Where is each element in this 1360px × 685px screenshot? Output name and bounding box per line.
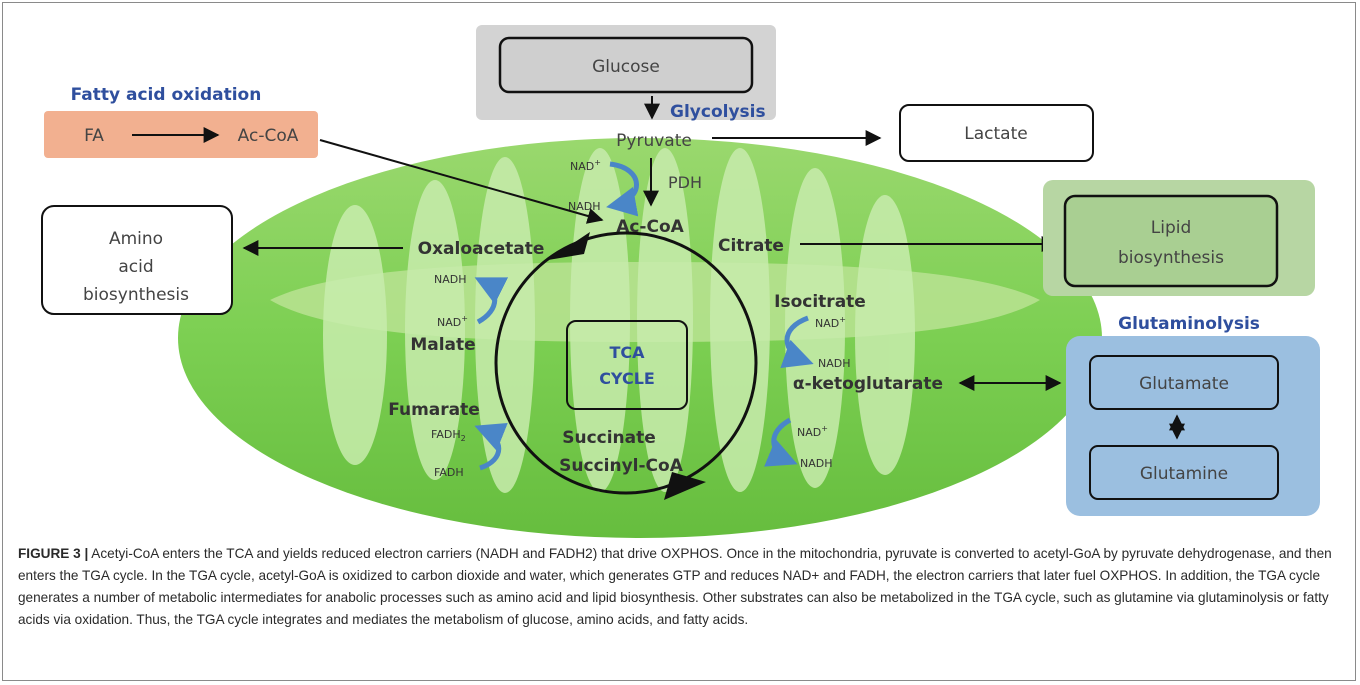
- akg-nad-label: NAD+: [797, 424, 828, 439]
- citrate-label: Citrate: [718, 236, 784, 256]
- fumarate-fadh-label: FADH: [434, 466, 464, 479]
- lipid-box: [1063, 194, 1279, 288]
- glutaminolysis-title: Glutaminolysis: [1118, 314, 1260, 334]
- tca-label-1: TCA: [609, 343, 645, 362]
- glutamine-label: Glutamine: [1140, 464, 1228, 484]
- lactate-label: Lactate: [964, 124, 1027, 144]
- malate-nad-arrow: [474, 277, 509, 325]
- malate-label: Malate: [410, 335, 475, 355]
- akg-nad-arrow: [764, 417, 798, 467]
- pyruvate-label: Pyruvate: [616, 131, 692, 151]
- malate-nadh-label: NADH: [434, 273, 467, 286]
- figure-caption-text: Acetyi-CoA enters the TCA and yields red…: [18, 546, 1332, 627]
- isocitrate-nad-arrow: [780, 315, 814, 369]
- figure-caption-label: FIGURE 3 |: [18, 546, 89, 561]
- tca-label-2: CYCLE: [599, 369, 655, 388]
- oxaloacetate-label: Oxaloacetate: [418, 239, 545, 259]
- amino-acid-box: [41, 205, 233, 315]
- glutamine-box: [1089, 445, 1279, 500]
- amino-label-3: biosynthesis: [83, 285, 189, 305]
- fumarate-fad-arrow: [474, 423, 508, 471]
- tca-box: [566, 320, 688, 410]
- amino-label-2: acid: [118, 257, 153, 277]
- malate-nad-label: NAD+: [437, 314, 468, 329]
- isocitrate-label: Isocitrate: [774, 292, 866, 312]
- fa-label: FA: [84, 126, 104, 146]
- pdh-nad-label: NAD+: [570, 158, 601, 173]
- fa-ac-coa-label: Ac-CoA: [238, 126, 299, 146]
- succinyl-coa-label: Succinyl-CoA: [559, 456, 684, 476]
- isocitrate-nad-label: NAD+: [815, 315, 846, 330]
- lipid-label-2: biosynthesis: [1118, 248, 1224, 268]
- glucose-label: Glucose: [592, 57, 660, 77]
- fatty-acid-oxidation-title: Fatty acid oxidation: [71, 85, 262, 105]
- tca-arrowhead-top: [548, 232, 590, 260]
- akg-nadh-label: NADH: [800, 457, 833, 470]
- glycolysis-label: Glycolysis: [670, 102, 766, 122]
- figure-caption: FIGURE 3 | Acetyi-CoA enters the TCA and…: [18, 543, 1343, 631]
- lactate-box: [899, 104, 1094, 162]
- glutamate-box: [1089, 355, 1279, 410]
- tca-cycle-ring: [494, 231, 758, 495]
- glucose-box: [498, 36, 754, 94]
- fa-to-mito-arrow: [319, 139, 604, 224]
- alpha-ketoglutarate-label: α-ketoglutarate: [793, 374, 943, 394]
- tca-arrowhead-bottom: [664, 472, 706, 500]
- tca-diagram: Glucose Glycolysis Pyruvate Lactate PDH …: [41, 25, 1320, 538]
- amino-label-1: Amino: [109, 229, 163, 249]
- fumarate-fadh2-label: FADH2: [431, 428, 466, 443]
- lipid-label-1: Lipid: [1151, 218, 1192, 238]
- glutamate-label: Glutamate: [1139, 374, 1229, 394]
- pdh-label: PDH: [668, 173, 702, 192]
- isocitrate-nadh-label: NADH: [818, 357, 851, 370]
- succinate-label: Succinate: [562, 428, 656, 448]
- fumarate-label: Fumarate: [388, 400, 480, 420]
- pdh-nad-arrow: [606, 161, 639, 217]
